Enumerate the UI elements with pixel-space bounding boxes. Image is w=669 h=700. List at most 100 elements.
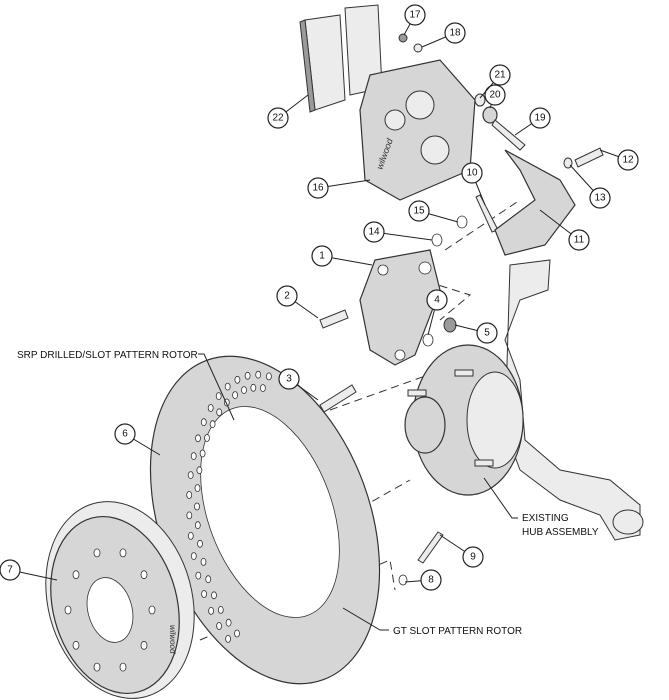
callout-bubble — [568, 229, 590, 251]
callout-number: 8 — [428, 575, 434, 586]
callout-bubble — [278, 368, 300, 390]
callout-18: 18 — [421, 22, 466, 48]
callout-2: 2 — [276, 285, 319, 319]
drill-hole — [259, 384, 266, 393]
drill-hole — [194, 521, 201, 530]
drill-hole — [190, 552, 197, 560]
callout-number: 14 — [368, 227, 380, 238]
callout-number: 10 — [466, 168, 478, 179]
drill-hole — [186, 491, 193, 499]
hat-bolt-hole — [72, 570, 80, 580]
hat-bolt-hole — [64, 605, 72, 615]
drill-hole — [217, 606, 224, 614]
callout-6: 6 — [114, 423, 161, 456]
drill-hole — [196, 466, 203, 475]
drill-hole — [197, 539, 203, 548]
callout-bubble — [0, 559, 21, 581]
drill-hole — [195, 434, 201, 443]
caliper-bracket — [494, 149, 576, 256]
drill-hole — [234, 375, 241, 384]
drill-hole — [187, 471, 194, 480]
caliper: wilwood — [359, 59, 476, 201]
callout-9: 9 — [439, 534, 484, 568]
callout-22: 22 — [267, 94, 309, 129]
callout-bubble — [529, 107, 551, 129]
callout-12: 12 — [599, 149, 639, 171]
callout-number: 17 — [409, 10, 421, 21]
callout-bubble — [484, 84, 506, 106]
callout-bubble — [408, 200, 430, 222]
callout-number: 9 — [470, 552, 476, 563]
drill-hole — [241, 386, 247, 395]
callout-19: 19 — [514, 107, 551, 136]
drill-hole — [200, 558, 207, 566]
callout-bubble — [589, 187, 611, 209]
callout-bubble — [267, 107, 289, 129]
callout-3: 3 — [278, 368, 319, 401]
existing-hub-label-line1: EXISTING — [522, 513, 569, 524]
drill-hole — [201, 590, 208, 598]
callout-bubble — [276, 285, 298, 307]
callout-8: 8 — [404, 569, 442, 591]
rotor-hat: wilwood — [45, 501, 195, 699]
callout-bubble — [476, 322, 498, 344]
callout-bubble — [461, 162, 483, 184]
drill-hole — [244, 371, 251, 380]
callout-bubble — [444, 22, 466, 44]
drill-hole — [187, 532, 194, 540]
callout-number: 1 — [319, 251, 325, 262]
drill-hole — [207, 404, 214, 412]
callout-number: 3 — [286, 374, 292, 385]
drill-hole — [199, 449, 206, 458]
drill-hole — [200, 418, 207, 427]
callout-number: 7 — [7, 565, 13, 576]
drill-hole — [225, 635, 232, 643]
callout-bubble — [307, 177, 329, 199]
callout-number: 2 — [284, 291, 290, 302]
callout-number: 16 — [312, 183, 324, 194]
drill-hole — [216, 408, 223, 417]
callout-bubble — [617, 149, 639, 171]
callout-15: 15 — [408, 200, 459, 223]
hat-bolt-hole — [119, 548, 127, 558]
callout-number: 18 — [449, 28, 461, 39]
existing-hub-label-line2: HUB ASSEMBLY — [522, 527, 599, 538]
drill-hole — [250, 383, 257, 392]
hardware — [319, 33, 604, 586]
callout-number: 20 — [489, 90, 501, 101]
drill-hole — [216, 622, 223, 630]
callout-20: 20 — [484, 84, 506, 109]
drill-hole — [208, 607, 215, 615]
callout-bubble — [114, 423, 136, 445]
drill-hole — [194, 502, 200, 511]
drill-hole — [190, 452, 197, 461]
drill-hole — [205, 575, 212, 584]
callout-11: 11 — [539, 209, 590, 251]
callout-number: 21 — [494, 70, 506, 81]
drill-hole — [232, 391, 239, 400]
drill-hole — [195, 571, 202, 580]
callout-number: 11 — [574, 235, 585, 246]
callout-14: 14 — [363, 221, 433, 243]
text-labels: SRP DRILLED/SLOT PATTERN ROTOR EXISTING … — [17, 350, 599, 637]
callout-bubble — [363, 221, 385, 243]
drill-hole — [224, 382, 231, 391]
drill-hole — [225, 618, 232, 627]
callout-bubble — [426, 289, 448, 311]
callout-bubble — [489, 64, 511, 86]
hat-bolt-hole — [93, 548, 101, 558]
callout-number: 15 — [413, 206, 425, 217]
drill-hole — [209, 420, 216, 429]
callout-4: 4 — [426, 289, 448, 336]
callout-number: 6 — [122, 429, 128, 440]
drill-hole — [255, 370, 262, 379]
callout-10: 10 — [461, 162, 486, 206]
callout-17: 17 — [403, 4, 426, 36]
callout-number: 13 — [594, 193, 606, 204]
hat-bolt-hole — [148, 605, 156, 615]
hat-bolt-hole — [93, 662, 101, 672]
callout-1: 1 — [311, 245, 373, 267]
hat-bolt-hole — [140, 640, 148, 650]
spindle-knuckle — [504, 259, 644, 541]
drill-hole — [204, 434, 210, 442]
